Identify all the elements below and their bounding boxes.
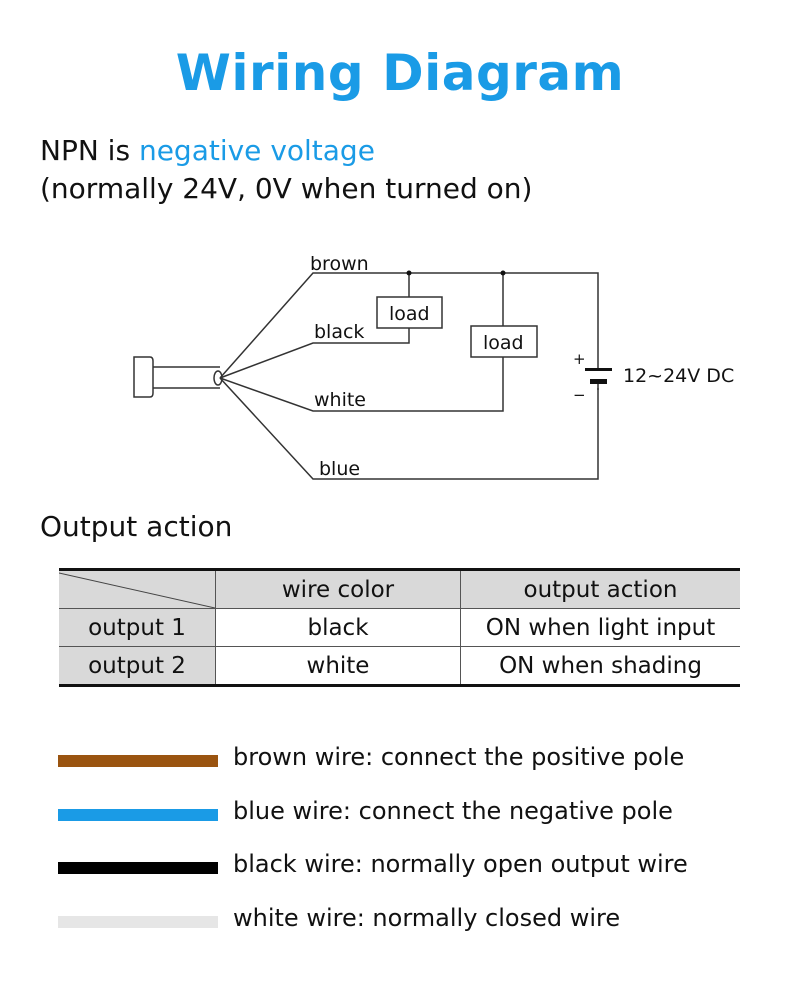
brown-swatch — [58, 755, 218, 767]
legend-text: brown wire: connect the positive pole — [233, 743, 685, 771]
row-header: output 1 — [59, 608, 216, 647]
npn-highlight: negative voltage — [138, 134, 375, 167]
load2-label: load — [483, 332, 524, 354]
column-header: output action — [460, 569, 740, 609]
white-swatch — [58, 916, 218, 928]
wire-white — [219, 357, 504, 412]
black-swatch — [58, 862, 218, 874]
wire-black — [219, 328, 410, 379]
npn-prefix: NPN is — [40, 134, 139, 167]
sensor-cable — [153, 366, 220, 389]
legend-text: black wire: normally open output wire — [233, 850, 688, 878]
junction-dot — [406, 270, 412, 276]
output-action-cell: ON when light input — [460, 608, 740, 647]
plus-sign: + — [573, 350, 586, 368]
diagonal-line — [59, 572, 215, 608]
battery-minus-plate — [590, 379, 607, 384]
column-header: wire color — [215, 569, 461, 609]
minus-sign: − — [573, 386, 586, 404]
label-black: black — [314, 321, 364, 343]
table-row: output 1 black ON when light input — [59, 608, 740, 647]
table-header-row: wire color output action — [59, 569, 740, 609]
npn-voltage-note: (normally 24V, 0V when turned on) — [40, 172, 533, 205]
voltage-label: 12~24V DC — [623, 365, 734, 387]
output-table: wire color output action output 1 black … — [59, 568, 740, 687]
legend-text: blue wire: connect the negative pole — [233, 797, 673, 825]
wiring-schematic: brown black white blue load load + − 12~… — [133, 253, 734, 480]
wire-blue — [219, 377, 599, 480]
label-brown: brown — [310, 253, 369, 275]
corner-cell — [59, 569, 216, 609]
table-row: output 2 white ON when shading — [59, 646, 740, 686]
row-header: output 2 — [59, 646, 216, 686]
wire-color-cell: black — [215, 608, 461, 647]
output-action-heading: Output action — [40, 510, 233, 543]
blue-swatch — [58, 809, 218, 821]
output-action-cell: ON when shading — [499, 652, 702, 679]
battery-plus-plate — [585, 368, 612, 371]
label-white: white — [314, 389, 366, 411]
page-title: Wiring Diagram — [175, 44, 625, 102]
legend-text: white wire: normally closed wire — [233, 904, 621, 932]
npn-description: NPN is negative voltage — [40, 134, 375, 167]
junction-dot — [500, 270, 506, 276]
label-blue: blue — [319, 458, 360, 480]
sensor-head-icon — [133, 356, 154, 398]
load2-box — [470, 325, 538, 358]
wire-color-cell: white — [215, 646, 461, 686]
load1-box — [376, 296, 443, 329]
wire-brown — [219, 272, 599, 379]
load1-label: load — [389, 303, 430, 325]
